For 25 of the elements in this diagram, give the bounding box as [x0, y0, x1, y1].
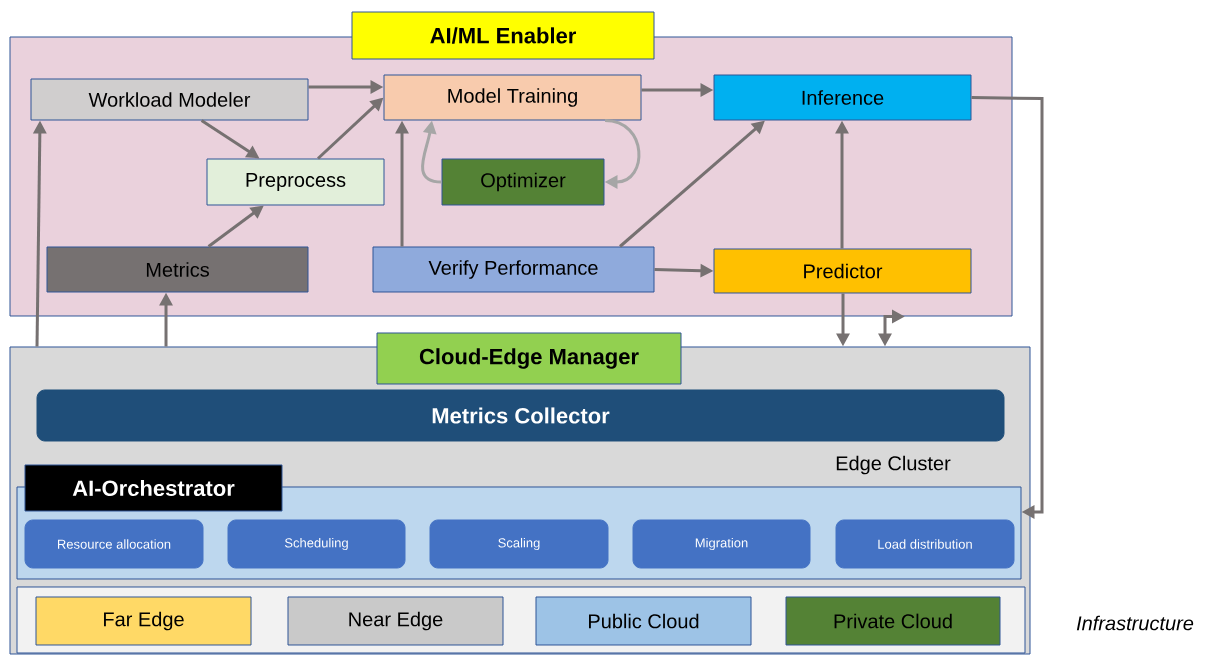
- process-box: Verify Performance: [372, 246, 655, 293]
- arrow: [604, 119, 641, 189]
- process-box: Preprocess: [206, 158, 385, 206]
- process-box: Predictor: [713, 248, 972, 294]
- function-button: Scheduling: [227, 519, 406, 569]
- process-box: Inference: [713, 74, 972, 121]
- function-button: Migration: [632, 519, 811, 569]
- function-button: Scaling: [429, 519, 609, 569]
- process-box: Metrics: [46, 246, 309, 293]
- heading-box: AI-Orchestrator: [24, 464, 283, 512]
- process-box: Model Training: [383, 74, 642, 121]
- function-button: Resource allocation: [24, 519, 204, 569]
- heading-box: Cloud-Edge Manager: [376, 332, 682, 385]
- tier-box: Near Edge: [287, 596, 504, 646]
- tier-box: Far Edge: [35, 596, 252, 646]
- side-label: Infrastructure: [1076, 615, 1194, 631]
- process-box: Workload Modeler: [30, 78, 309, 121]
- function-button: Load distribution: [835, 519, 1015, 569]
- process-box: Optimizer: [441, 158, 605, 206]
- cluster-label: Edge Cluster: [836, 455, 951, 475]
- tier-box: Private Cloud: [785, 596, 1001, 646]
- arrow: [971, 96, 1044, 519]
- heading-box: AI/ML Enabler: [351, 11, 655, 60]
- tier-box: Public Cloud: [535, 596, 752, 646]
- collector-bar: Metrics Collector: [36, 389, 1005, 442]
